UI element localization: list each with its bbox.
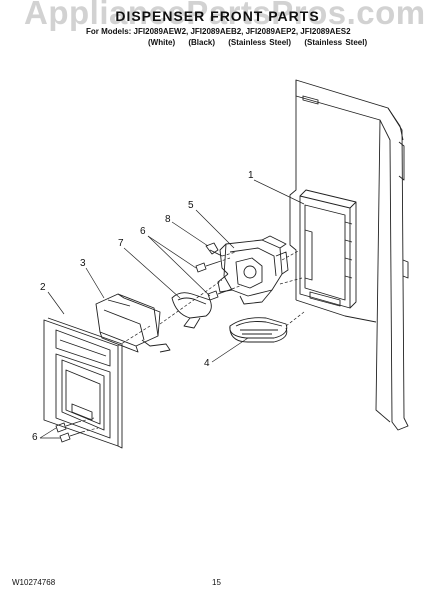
finishes-line: (White) (Black) (Stainless Steel) (Stain… (148, 38, 377, 47)
part-6-screws-upper (195, 261, 233, 301)
models-line: For Models: JFI2089AEW2, JFI2089AEB2, JF… (86, 27, 351, 36)
callout-1: 1 (248, 170, 254, 181)
finish-stainless-1: (Stainless Steel) (228, 38, 292, 47)
finish-black: (Black) (188, 38, 216, 47)
callout-7: 7 (118, 238, 124, 249)
part-5-actuator-assembly (217, 235, 289, 305)
callout-5: 5 (188, 200, 194, 211)
part-8-bracket (205, 242, 223, 257)
leader-lines (39, 179, 305, 439)
part-7-lever-arm (171, 292, 212, 329)
page-title: DISPENSER FRONT PARTS (115, 8, 320, 24)
part-2-front-bezel (43, 317, 123, 449)
finish-stainless-2: (Stainless Steel) (304, 38, 368, 47)
page-number: 15 (212, 578, 221, 587)
document-number: W10274768 (12, 578, 56, 587)
part-1-door-panel (289, 79, 409, 431)
part-6-screws-lower (55, 421, 83, 443)
callout-4: 4 (204, 358, 210, 369)
finish-white: (White) (148, 38, 176, 47)
part-4-drip-tray (229, 317, 288, 343)
assembly-lines (77, 249, 305, 433)
callout-2: 2 (40, 282, 46, 293)
callout-6-upper: 6 (140, 226, 146, 237)
watermark: AppliancePartsPros.com (24, 0, 426, 31)
part-3-control-module (95, 293, 171, 353)
callout-8: 8 (165, 214, 171, 225)
callout-3: 3 (80, 258, 86, 269)
callout-6-lower: 6 (32, 432, 38, 443)
